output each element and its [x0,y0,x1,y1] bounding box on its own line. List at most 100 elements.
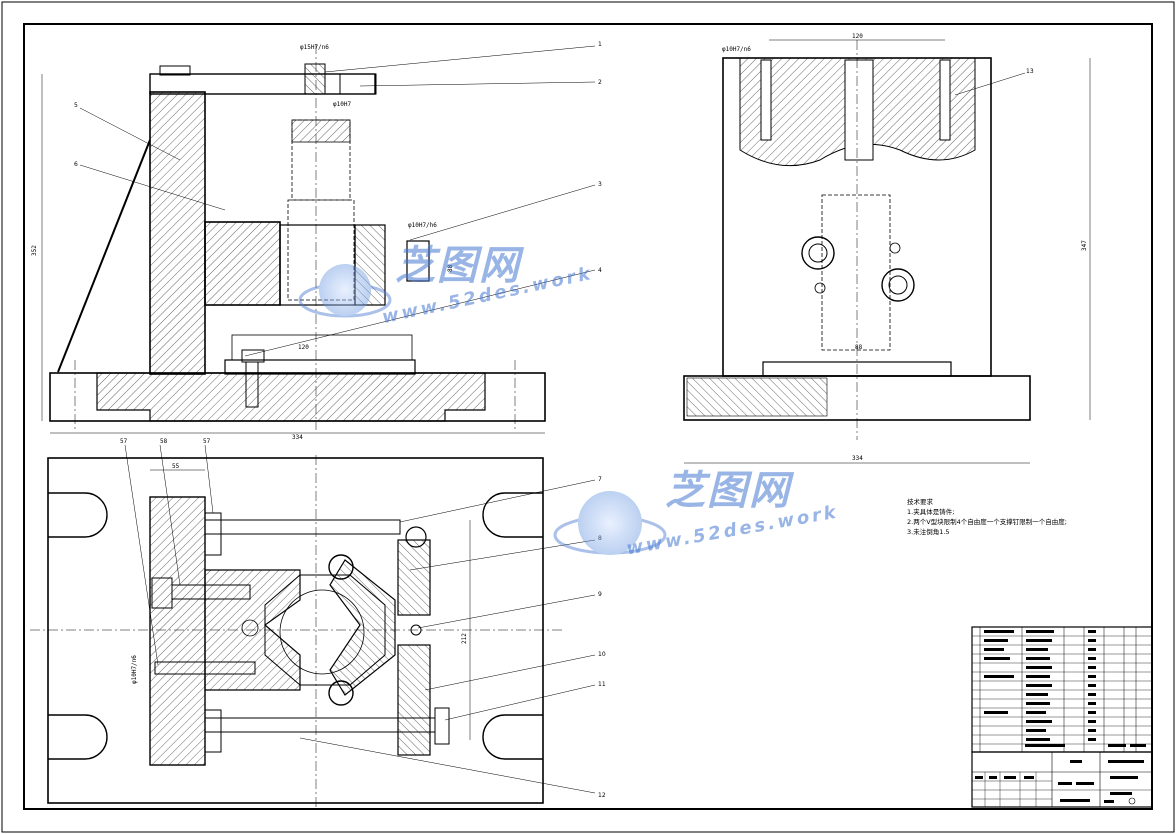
plan-slot-bl [48,714,108,760]
front-bush [304,63,326,95]
plan-rod-top [204,519,401,535]
dim-overall-height: 352 [31,245,38,256]
title-fills [975,744,1146,803]
plan-leader-4 [424,654,596,691]
dim-plan-fit: φ10H7/n6 [131,655,138,684]
front-leader-6 [244,269,596,357]
balloon-1: 1 [598,41,602,48]
side-hole-1 [801,236,835,270]
side-top-screw-1 [760,59,772,141]
dim-right-top-width: 120 [852,33,863,40]
plan-right-block-top [397,539,431,616]
plan-leader-1 [399,479,596,523]
dim-right-height: 347 [1081,240,1088,251]
watermark-globe-2 [553,491,667,555]
parts-fills [984,630,1096,741]
plan-slot-br [482,714,543,760]
balloon-13: 13 [1026,68,1034,75]
dim-plan-3: 57 [203,438,211,445]
notes-line-3: 3.未注倒角1.5 [907,528,950,536]
front-side-nut [406,240,430,282]
dim-right-mid: 88 [855,344,863,351]
plan-bore-top [328,554,354,580]
front-leader-1 [324,45,596,73]
plan-center-bore [279,589,365,675]
side-hole-4 [814,282,826,294]
dim-top-fit-1: φ15H7/n6 [300,44,329,51]
plan-screw-shank [171,584,251,600]
projection-symbol [1128,797,1136,805]
balloon-11: 11 [598,681,606,688]
balloon-9: 9 [598,591,602,598]
front-base-section [96,372,486,422]
balloon-5: 5 [74,102,78,109]
front-leader-3 [79,107,181,161]
dim-plan-2: 58 [160,438,168,445]
title-block [971,626,1153,808]
side-leader-1 [954,72,1026,96]
plan-slot-tr [482,492,543,538]
front-top-arm [149,73,376,95]
dim-side-fit: φ10H7/h6 [408,222,437,229]
balloon-numbers: 1 2 5 6 3 4 13 7 8 9 10 11 12 [74,41,1034,799]
plan-leader-6 [299,737,596,794]
notes-title: 技术要求 [907,498,933,506]
plan-view [30,444,596,810]
plan-leader-3 [417,594,596,629]
watermark-globe-1 [298,264,392,318]
dim-mid: 120 [298,344,309,351]
plan-right-block-bot [397,644,431,756]
dim-plan-4: 55 [172,463,180,470]
balloon-2: 2 [598,79,602,86]
inner-border [23,23,1153,810]
plan-nut-right [434,707,450,745]
watermark-brand-2: 芝图网 [665,468,791,514]
plan-right-hinge [405,526,427,548]
balloon-4: 4 [598,267,602,274]
side-base-section [686,377,828,417]
parts-list [971,626,1153,753]
plan-base [47,457,544,804]
dim-right-base-width: 334 [852,455,863,462]
side-hole-1-inner [808,243,828,263]
front-column [149,91,206,375]
notes-line-2: 2.两个V型块限制4个自由度一个支撑钉限制一个自由度; [907,518,1067,526]
balloon-3: 3 [598,181,602,188]
balloon-10: 10 [598,651,606,658]
side-hole-3 [889,242,901,254]
front-leader-2 [359,81,596,87]
plan-leader-8 [159,444,181,586]
plan-leader-9 [204,444,214,514]
front-support-plate-inner [231,334,413,361]
dim-right-top-fit: φ10H7/n6 [722,46,751,53]
side-drill-bush [844,59,874,161]
dim-top-fit-2: φ10H7 [333,101,351,108]
front-rib [57,139,151,373]
plan-leader-2 [409,539,596,571]
plan-left-block [149,496,206,766]
plan-slot-tl [48,492,108,538]
balloon-7: 7 [598,476,602,483]
title-main [971,751,1153,808]
dim-mid2: 88 [447,264,454,272]
front-top-cap [159,65,191,76]
plan-pin [241,619,259,637]
plan-leader-5 [444,684,596,721]
front-clamp-body [204,221,281,306]
dim-base-width: 334 [292,434,303,441]
dim-plan-height: 212 [461,633,468,644]
front-workpiece [291,119,351,201]
balloon-12: 12 [598,792,606,799]
watermark-brand-1: 芝图网 [395,243,521,289]
front-bolt-shank [245,361,259,408]
side-hole-2-inner [888,275,908,295]
plan-nut-bot [204,709,222,753]
side-view [683,39,1091,464]
plan-leader-7 [124,444,159,666]
front-leader-5 [409,184,596,241]
plan-bore-bot [328,680,354,706]
front-view [41,44,596,434]
front-arm-end [339,73,377,95]
side-workpiece [821,194,891,351]
